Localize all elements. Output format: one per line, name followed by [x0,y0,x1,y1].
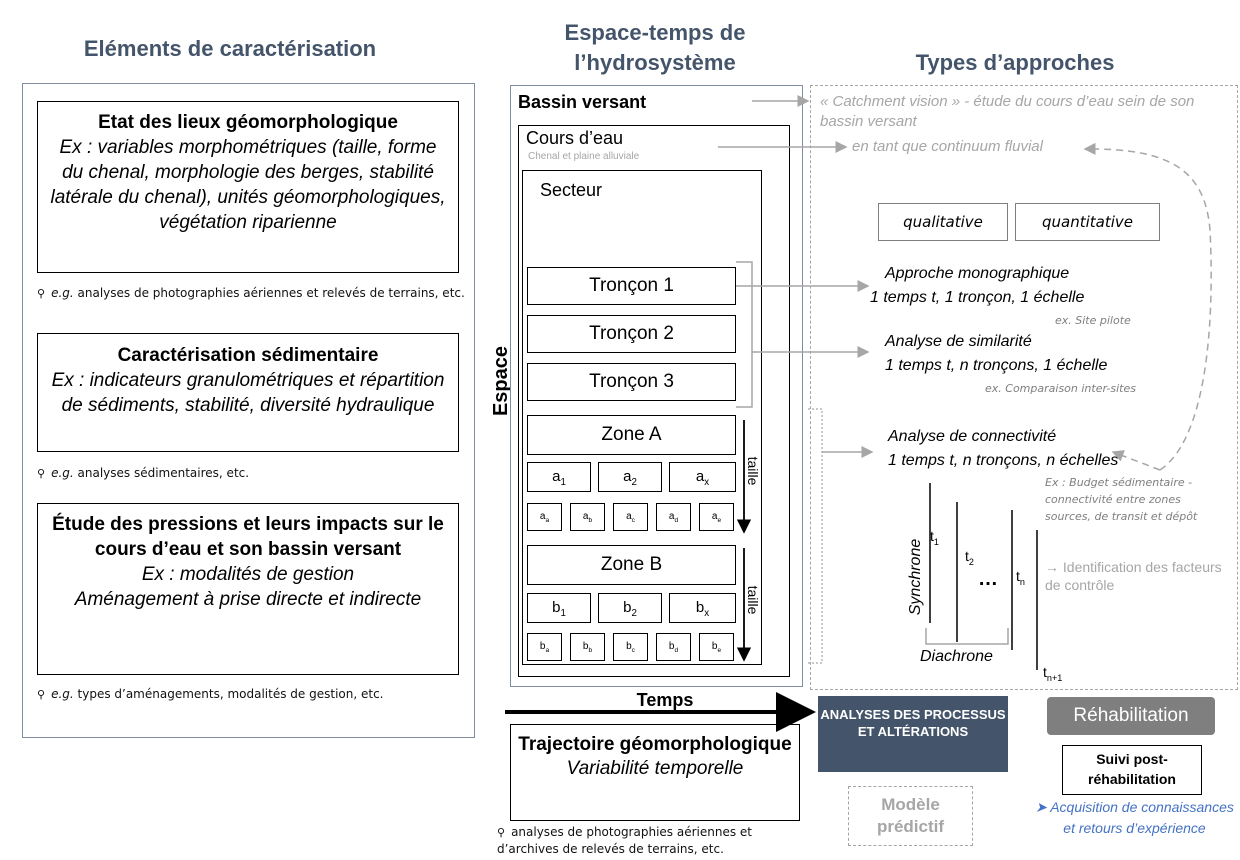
temps-label: Temps [636,690,694,710]
left-panel [22,83,475,738]
zone-b-sub-1: b1 [527,593,591,623]
note-text: analyses sédimentaires, etc. [73,466,250,480]
t1-label: t1 [930,528,939,547]
bassin-versant-panel [510,85,803,687]
pressions-body-line2: Aménagement à prise directe et indirecte [74,589,422,610]
continuum-text: en tant que continuum fluvial [852,138,1043,155]
left-title: Eléments de caractérisation [83,36,377,61]
zone-b-box: Zone B [527,545,736,585]
bassin-versant-label: Bassin versant [518,92,647,112]
magnifier-icon: ⚲ [37,688,46,701]
connectivite-title: Analyse de connectivité [888,428,1057,445]
right-panel [810,85,1238,690]
etat-des-lieux-body: Ex : variables morphométriques (taille, … [50,137,446,233]
trajectoire-box: Trajectoire géomorphologique Variabilité… [510,724,800,821]
pressions-box: Étude des pressions et leurs impacts sur… [37,503,459,675]
mono-title: Approche monographique [885,265,1070,282]
zone-a-tiny-b: ab [570,503,605,531]
similarite-example: ex. Comparaison inter-sites [985,382,1136,395]
secteur-label: Secteur [540,180,603,200]
sedimentaire-heading: Caractérisation sédimentaire [117,345,379,366]
cours-deau-sublabel: Chenal et plaine alluviale [528,151,640,162]
zone-a-sub-x: ax [669,462,736,492]
qualitative-box: qualitative [878,203,1008,241]
suivi-box: Suivi post-réhabilitation [1062,745,1202,795]
magnifier-icon: ⚲ [37,287,46,300]
troncon-2-box: Tronçon 2 [527,315,736,353]
middle-title-line2: l’hydrosystème [574,50,736,75]
zone-a-tiny-d: ad [656,503,691,531]
zone-b-tiny-e: be [699,633,734,661]
taille-label-a: taille [745,456,761,486]
troncon-3-box: Tronçon 3 [527,363,736,401]
mono-line: 1 temps t, 1 tronçon, 1 échelle [870,289,1085,306]
cours-deau-label: Cours d’eau [526,128,624,148]
zone-a-tiny-c: ac [613,503,648,531]
connectivite-example: Ex : Budget sédimentaire - connectivité … [1045,476,1198,523]
trajectoire-body: Variabilité temporelle [566,758,744,779]
connectivite-line: 1 temps t, n tronçons, n échelles [888,452,1119,469]
etat-des-lieux-heading: Etat des lieux géomorphologique [98,112,398,133]
etat-des-lieux-box: Etat des lieux géomorphologique Ex : var… [37,101,459,273]
rehabilitation-box: Réhabilitation [1047,697,1215,735]
troncon-1-box: Tronçon 1 [527,267,736,305]
note-eg: e.g. [51,286,74,300]
zone-b-tiny-c: bc [613,633,648,661]
analyses-box: ANALYSES DES PROCESSUS ET ALTÉRATIONS [818,696,1008,772]
note-eg: e.g. [51,687,74,701]
magnifier-icon: ⚲ [497,826,506,839]
pressions-heading: Étude des pressions et leurs impacts sur… [52,514,444,560]
similarite-line: 1 temps t, n tronçons, 1 échelle [885,357,1108,374]
note-text: analyses de photographies aériennes et d… [497,825,752,856]
ellipsis-label: … [978,568,998,590]
zone-a-sub-1: a1 [527,462,591,492]
caracterisation-sedimentaire-box: Caractérisation sédimentaire Ex : indica… [37,333,459,452]
zone-a-tiny-e: ae [699,503,734,531]
note-etat-des-lieux: ⚲ e.g. analyses de photographies aérienne… [37,285,467,302]
sedimentaire-body: Ex : indicateurs granulométriques et rép… [51,370,445,416]
note-text: types d’aménagements, modalités de gesti… [73,687,384,701]
note-text: analyses de photographies aériennes et r… [73,286,465,300]
acquisition-text: ➤ Acquisition de connaissances et retour… [1035,799,1234,836]
t2-label: t2 [965,548,974,567]
similarite-title: Analyse de similarité [885,333,1032,350]
note-sedimentaire: ⚲ e.g. analyses sédimentaires, etc. [37,465,467,482]
zone-a-sub-2: a2 [598,462,662,492]
mono-example: ex. Site pilote [1055,314,1131,327]
note-trajectoire: ⚲analyses de photographies aériennes et … [497,824,807,857]
zone-b-tiny-a: ba [527,633,562,661]
diachrone-label: Diachrone [920,648,993,665]
quantitative-box: quantitative [1015,203,1160,241]
middle-title-line1: Espace-temps de [564,20,746,45]
catchment-text: « Catchment vision » - étude du cours d’… [820,93,1195,130]
zone-b-sub-2: b2 [598,593,662,623]
right-title: Types d’approches [915,50,1115,75]
zone-a-tiny-a: aa [527,503,562,531]
synchrone-label: Synchrone [907,538,924,616]
connectivite-identification: → Identification des facteurs de contrôl… [1045,559,1222,593]
modele-box: Modèle prédictif [848,786,973,846]
pressions-body-line1: Ex : modalités de gestion [141,564,355,585]
zone-b-sub-x: bx [669,593,736,623]
zone-a-box: Zone A [527,415,736,455]
tn1-label: tn+1 [1043,664,1063,683]
zone-b-tiny-d: bd [656,633,691,661]
note-eg: e.g. [51,466,74,480]
zone-b-tiny-b: bb [570,633,605,661]
taille-label-b: taille [745,585,761,615]
magnifier-icon: ⚲ [37,467,46,480]
note-pressions: ⚲ e.g. types d’aménagements, modalités de… [37,686,457,703]
tn-label: tn [1016,568,1025,587]
trajectoire-heading: Trajectoire géomorphologique [518,734,792,755]
